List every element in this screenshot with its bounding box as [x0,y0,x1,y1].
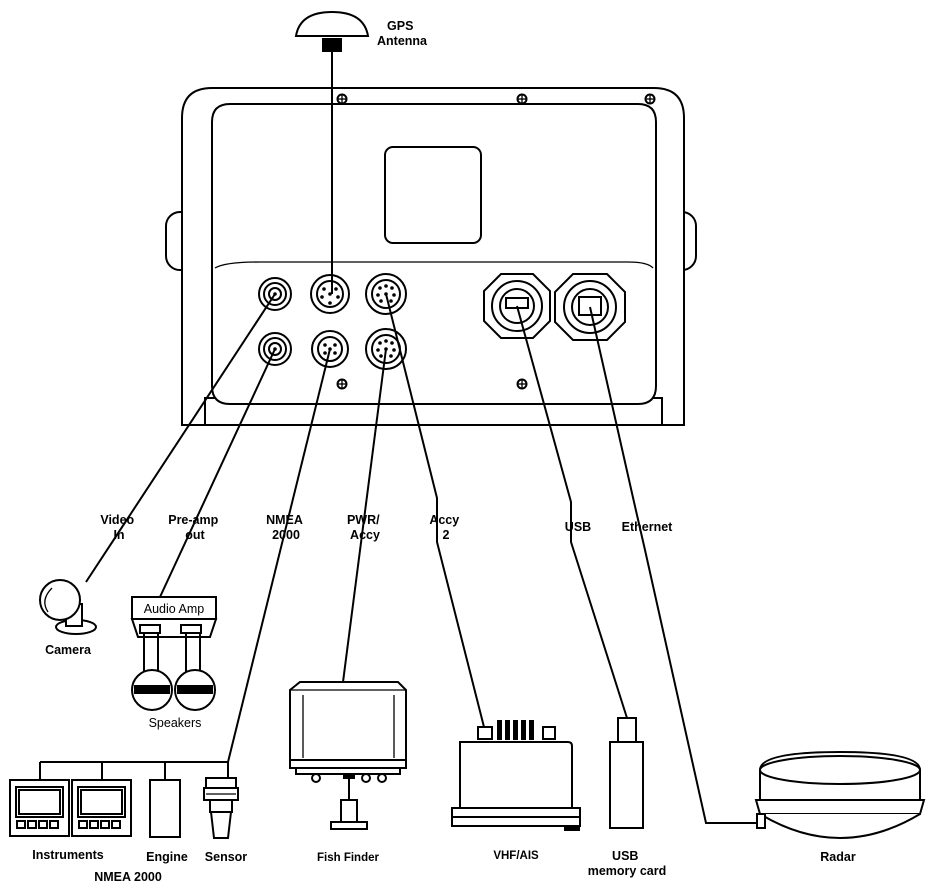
display-unit-rear [165,87,697,426]
preamp-cable [159,348,276,598]
instrument-display [71,779,132,837]
accy2-cable [385,293,485,728]
usb-cable [516,305,628,719]
preamp-out-label: Pre-amp out [168,513,222,542]
power-cable [342,348,387,683]
camera [39,579,97,635]
speakers [131,633,216,711]
nmea-cable [227,348,331,763]
unit-rear-panel [211,103,657,405]
rear-label-plate [384,146,482,244]
speakers-label: Speakers [149,716,202,730]
usb-memory-card [609,717,644,829]
gps-connector [310,274,350,314]
ethernet-cable [589,306,760,824]
cables [85,293,760,824]
speaker-icon [174,669,216,711]
fish-finder [289,681,407,830]
accy2-label: Accy 2 [429,513,462,542]
video-cable [85,293,276,583]
instruments-label: Instruments [32,848,104,862]
fish-finder-label: Fish Finder [317,852,380,864]
sensor-label: Sensor [205,850,248,864]
gps-antenna-label: GPS Antenna [377,19,428,48]
speaker-icon [131,669,173,711]
radar-dome [754,750,926,840]
camera-label: Camera [45,643,92,657]
nmea-network-label: NMEA 2000 [94,870,162,884]
ethernet-label: Ethernet [622,520,674,534]
engine-label: Engine [146,850,188,864]
video-in-label: Video In [100,513,137,542]
sensor [203,777,239,839]
usb-memory-card-label: USB memory card [588,849,667,878]
nmea2000-port-label: NMEA 2000 [266,513,306,542]
instrument-display [9,779,70,837]
vhf-ais-label: VHF/AIS [493,850,539,862]
engine [149,779,181,838]
power-accy-label: PWR/ Accy [347,513,383,542]
audio-amp [130,596,218,638]
gps-antenna [294,10,370,294]
radar-label: Radar [820,850,856,864]
screw-icon [336,93,656,390]
vhf-ais-radio [451,720,581,831]
usb-port-label: USB [565,520,591,534]
nmea-backbone [39,761,229,780]
audio-amp-label: Audio Amp [144,602,205,616]
